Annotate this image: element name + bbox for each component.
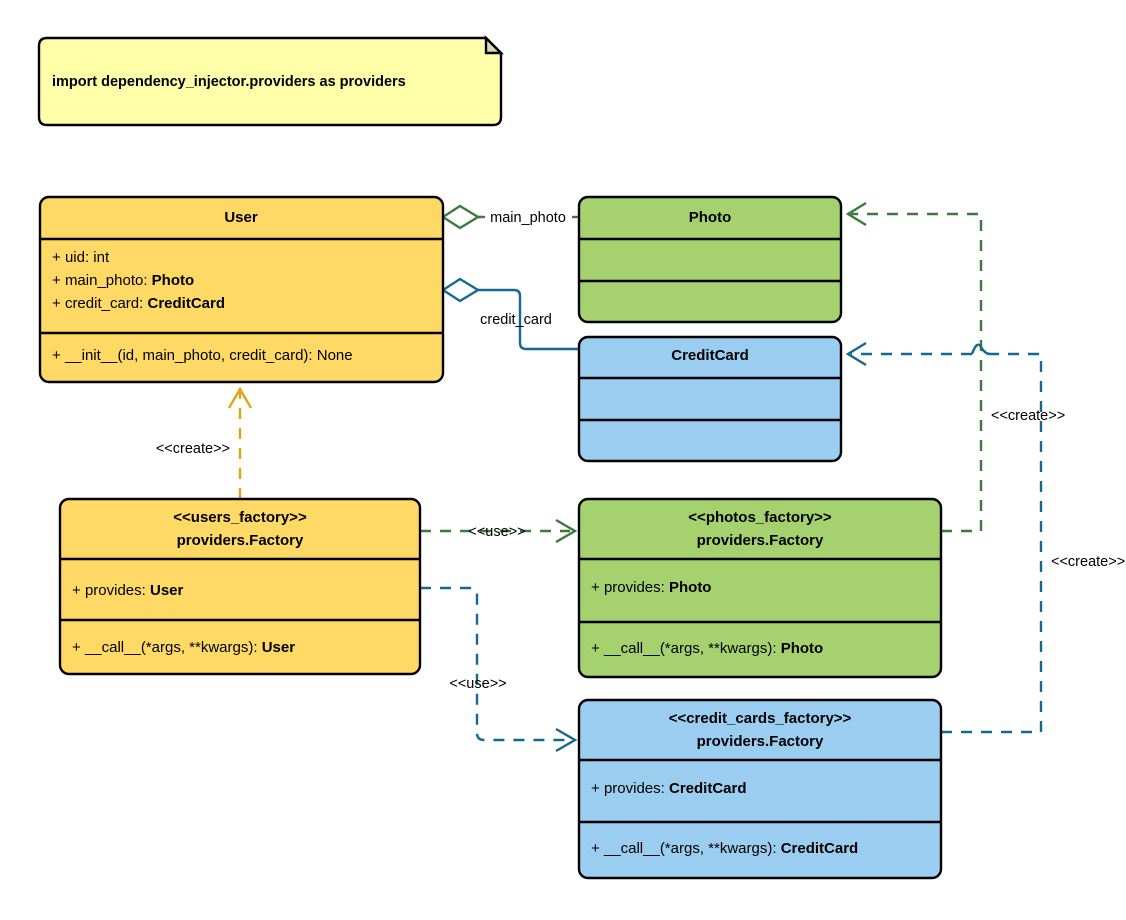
user-method-0: + __init__(id, main_photo, credit_card):… <box>52 347 353 364</box>
relation-users-factory-uses-credit-cards-factory: <<use>> <box>420 586 578 753</box>
class-box-credit-card[interactable]: CreditCard <box>577 335 843 463</box>
credit-cards-factory-method-0: + __call__(*args, **kwargs): CreditCard <box>591 840 858 857</box>
users-factory-title: providers.Factory <box>177 532 304 549</box>
create-photo-label: <<create>> <box>991 408 1065 424</box>
credit-cards-factory-title: providers.Factory <box>697 733 824 750</box>
note-fold-icon <box>484 35 504 55</box>
user-attr-1: + main_photo: Photo <box>52 272 194 289</box>
credit-card-box-body <box>577 335 843 463</box>
credit-cards-factory-stereotype: <<credit_cards_factory>> <box>669 710 852 727</box>
create-creditcard-arrowhead-icon <box>845 341 867 367</box>
user-title: User <box>224 209 258 226</box>
credit-card-label: credit_card <box>480 312 552 328</box>
credit-card-line <box>478 288 579 351</box>
create-user-label: <<create>> <box>156 441 230 457</box>
class-box-credit-cards-factory[interactable]: <<credit_cards_factory>> providers.Facto… <box>577 698 943 880</box>
user-attr-2: + credit_card: CreditCard <box>52 295 225 312</box>
use-photos-factory-arrowhead-icon <box>555 518 578 544</box>
create-creditcard-label: <<create>> <box>1051 554 1125 570</box>
relation-users-factory-creates-user: <<create>> <box>156 386 253 499</box>
line-jump-icon <box>970 343 991 356</box>
relation-credit-cards-factory-creates-credit-card: <<create>> <box>845 341 1125 734</box>
relation-user-credit-card: credit_card <box>440 277 579 351</box>
user-box-body <box>38 195 445 384</box>
create-photo-line <box>851 212 983 533</box>
note-text: import dependency_injector.providers as … <box>52 74 406 90</box>
use-credit-cards-factory-arrowhead-icon <box>555 727 578 753</box>
photos-factory-title: providers.Factory <box>697 532 824 549</box>
create-creditcard-line-right <box>941 352 1043 734</box>
users-factory-method-0: + __call__(*args, **kwargs): User <box>72 639 295 656</box>
class-box-user[interactable]: User + uid: int + main_photo: Photo + cr… <box>38 195 445 384</box>
credit-cards-factory-box-body <box>577 698 943 880</box>
relation-user-main-photo: main_photo <box>440 204 579 230</box>
photo-box-body <box>577 195 843 324</box>
credit-cards-factory-attr-0: + provides: CreditCard <box>591 780 747 797</box>
photo-title: Photo <box>689 209 732 226</box>
main-photo-label: main_photo <box>490 210 566 226</box>
photos-factory-method-0: + __call__(*args, **kwargs): Photo <box>591 640 823 657</box>
relation-users-factory-uses-photos-factory: <<use>> <box>420 518 578 544</box>
photos-factory-stereotype: <<photos_factory>> <box>688 509 832 526</box>
use-credit-cards-factory-line <box>420 586 570 742</box>
class-box-photos-factory[interactable]: <<photos_factory>> providers.Factory + p… <box>577 497 943 679</box>
user-attr-0: + uid: int <box>52 249 110 266</box>
relation-photos-factory-creates-photo: <<create>> <box>845 201 1065 533</box>
users-factory-stereotype: <<users_factory>> <box>173 509 307 526</box>
users-factory-box-body <box>58 497 422 676</box>
class-box-photo[interactable]: Photo <box>577 195 843 324</box>
class-box-users-factory[interactable]: <<users_factory>> providers.Factory + pr… <box>58 497 422 676</box>
create-user-arrowhead-icon <box>227 386 253 409</box>
photos-factory-attr-0: + provides: Photo <box>591 579 711 596</box>
use-credit-cards-factory-label: <<use>> <box>449 676 506 692</box>
credit-card-title: CreditCard <box>671 347 749 364</box>
aggregation-diamond-icon-photo <box>440 204 481 230</box>
users-factory-attr-0: + provides: User <box>72 582 184 599</box>
photos-factory-box-body <box>577 497 943 679</box>
create-photo-arrowhead-icon <box>845 201 867 227</box>
import-note: import dependency_injector.providers as … <box>37 35 504 127</box>
use-photos-factory-label: <<use>> <box>468 524 525 540</box>
note-body <box>37 36 503 127</box>
aggregation-diamond-icon-creditcard <box>440 277 481 303</box>
